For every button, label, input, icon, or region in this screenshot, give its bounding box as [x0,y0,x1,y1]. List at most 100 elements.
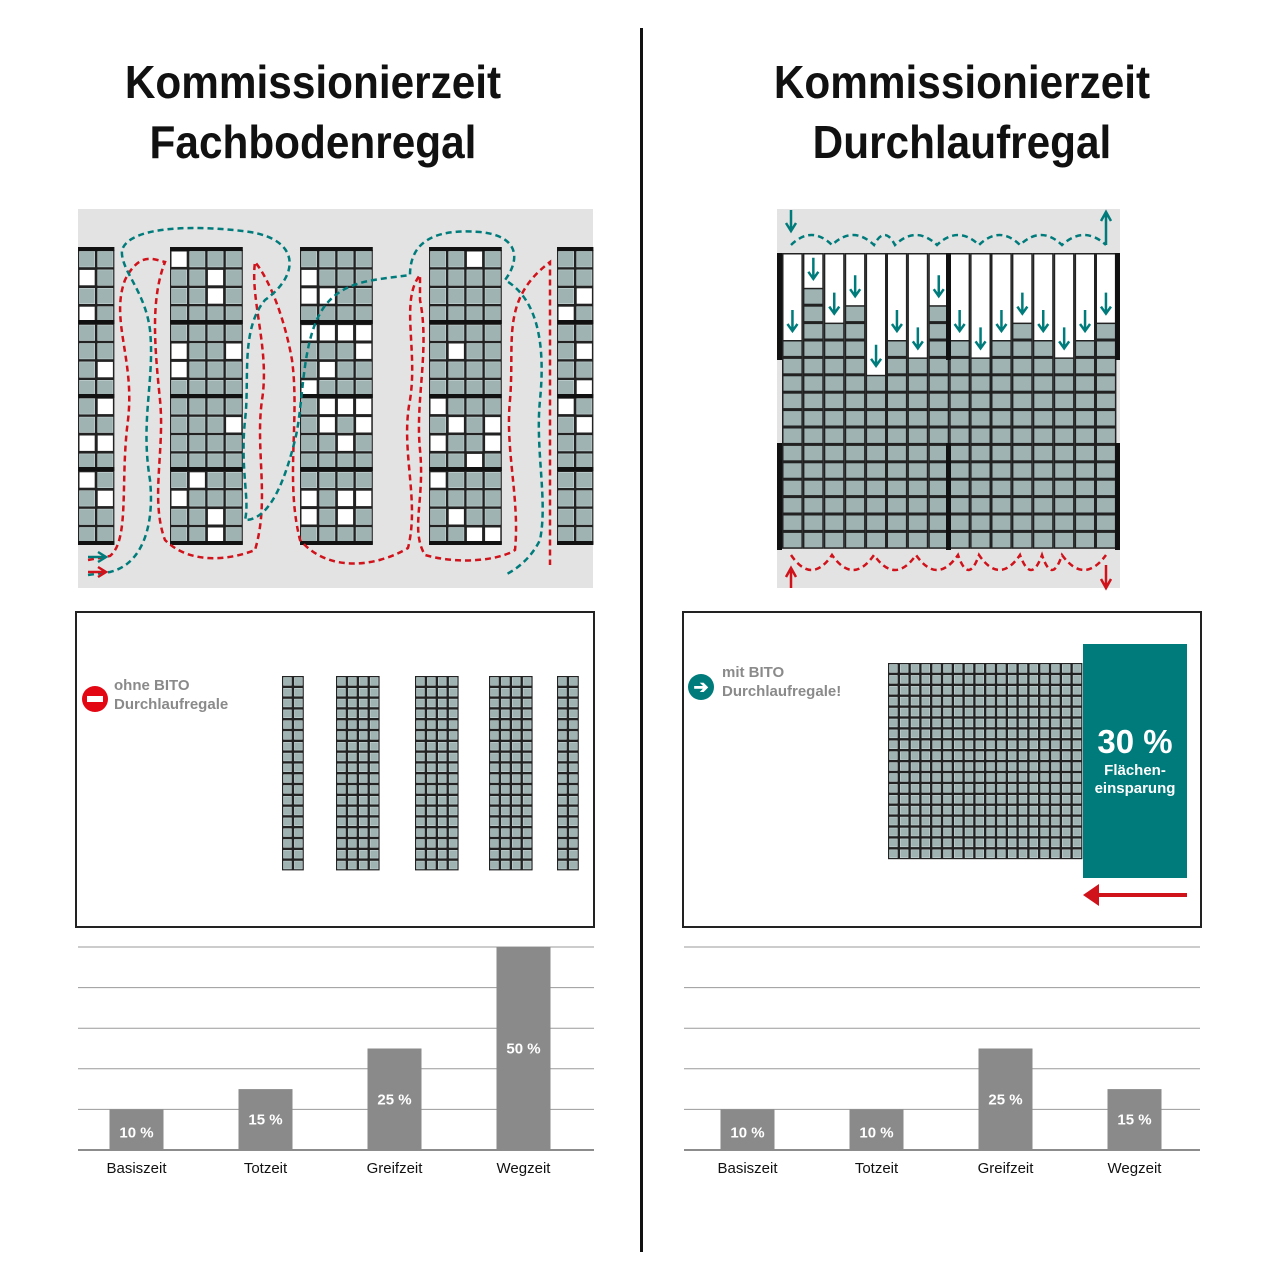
storage-cell [558,839,567,848]
flow-cell [1013,428,1032,443]
storage-cell [225,361,242,378]
storage-cell [427,741,436,751]
storage-cell [576,361,593,378]
storage-cell [1007,685,1017,695]
flow-lane [907,253,929,549]
flow-cell [971,393,990,409]
flow-cell [846,532,865,548]
storage-cell [921,805,931,815]
storage-cell [337,709,346,719]
storage-cell [986,718,995,728]
storage-cell [348,698,357,708]
storage-cell [943,696,952,706]
storage-cell [501,828,510,837]
storage-cell [430,490,446,507]
flow-lane [823,253,845,549]
storage-cell [490,731,499,740]
storage-cell [558,817,567,827]
storage-cell [79,379,95,396]
flow-lane [928,253,950,549]
storage-cell [1029,784,1039,793]
storage-cell [225,527,242,544]
bar-wegzeit [1107,1089,1162,1150]
storage-cell [348,741,357,751]
storage-cell [975,805,985,815]
storage-cell [79,453,95,470]
storage-cell [437,806,447,816]
storage-cell [522,828,532,837]
right-title: Kommissionierzeit Durchlaufregal [704,52,1219,172]
flow-cell [1076,480,1094,496]
storage-cell [437,752,447,762]
rack-upright [777,443,782,550]
storage-cell [427,828,436,837]
storage-cell [576,306,593,323]
storage-cell [975,838,985,848]
flow-cell [825,463,844,478]
flow-cell [1013,341,1032,356]
rack-footprint [282,676,304,871]
storage-cell [899,729,909,739]
storage-cell [348,709,357,719]
storage-cell [1007,805,1017,815]
storage-cell [430,306,446,323]
storage-cell [1062,784,1071,793]
flow-cell [804,324,823,339]
storage-cell [189,287,206,304]
storage-cell [430,287,446,304]
flow-cell [908,445,927,461]
storage-cell [283,849,292,859]
storage-cell [943,740,952,749]
storage-cell [511,795,521,805]
storage-cell [301,269,317,286]
storage-cell [356,343,372,359]
replenish-arrow-icon [786,310,799,334]
flow-cell [929,324,948,339]
storage-cell [355,453,372,470]
storage-cell [1062,827,1071,837]
storage-cell [337,509,354,525]
storage-cell [1062,849,1071,858]
storage-cell [997,729,1006,739]
flow-cell [1097,532,1115,548]
storage-cell [522,849,532,859]
storage-cell [430,343,446,360]
storage-cell [427,860,436,870]
storage-cell [1029,751,1039,760]
flow-cell [867,463,885,478]
flow-cell [1055,411,1074,426]
storage-cell [1007,729,1017,739]
storage-cell [416,785,425,794]
storage-cell [522,677,532,686]
flow-cell [1034,393,1053,409]
storage-cell [369,731,379,740]
storage-cell [79,306,95,323]
storage-cell [932,718,941,728]
storage-cell [501,731,510,740]
storage-cell [416,763,425,773]
storage-cell [448,860,458,870]
storage-cell [79,269,95,286]
storage-cell [899,696,909,706]
storage-cell [189,508,206,525]
flow-cell [867,445,885,461]
storage-cell [189,472,205,488]
storage-cell [932,838,941,848]
storage-cell [484,343,501,360]
flow-cell [1013,358,1032,374]
flow-cell [929,411,948,426]
storage-cell [1051,773,1060,782]
storage-cell [427,698,436,708]
flow-cell [992,358,1011,374]
storage-cell [97,453,114,470]
storage-cell [558,398,574,415]
storage-cell [899,827,909,837]
flow-cell [992,411,1011,426]
flow-lane [1074,253,1096,549]
storage-cell [301,325,317,341]
storage-cell [511,774,521,783]
flow-lane [886,253,908,549]
arrow-right-circle-icon: ➔ [688,674,714,700]
storage-cell [1072,707,1082,717]
flow-lane [991,253,1012,549]
